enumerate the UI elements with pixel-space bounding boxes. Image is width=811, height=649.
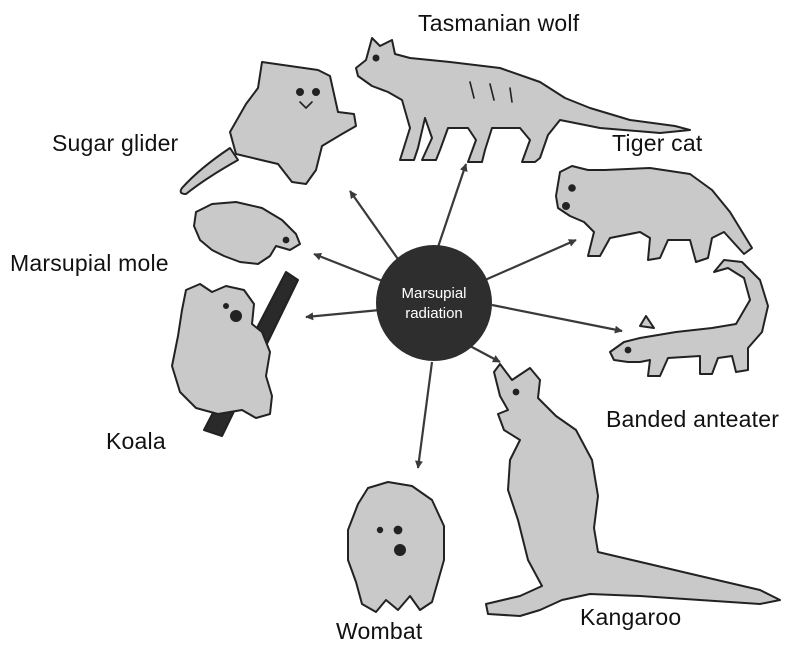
koala-illustration bbox=[172, 272, 298, 436]
center-node: Marsupial radiation bbox=[376, 245, 492, 361]
label-tasmanian-wolf: Tasmanian wolf bbox=[418, 10, 579, 37]
label-sugar-glider: Sugar glider bbox=[52, 130, 178, 157]
marsupial-mole-illustration bbox=[194, 202, 300, 264]
center-line-1: Marsupial bbox=[401, 285, 466, 302]
arrow-to-tasmanian-wolf bbox=[437, 164, 466, 250]
center-line-2: radiation bbox=[405, 305, 463, 322]
label-banded-anteater: Banded anteater bbox=[606, 406, 779, 433]
tiger-cat-illustration bbox=[556, 166, 752, 262]
sugar-glider-illustration bbox=[181, 62, 356, 194]
banded-anteater-illustration bbox=[610, 260, 768, 376]
arrow-to-banded-anteater bbox=[492, 305, 622, 331]
label-kangaroo: Kangaroo bbox=[580, 604, 681, 631]
label-koala: Koala bbox=[106, 428, 166, 455]
kangaroo-illustration bbox=[486, 364, 780, 616]
label-marsupial-mole: Marsupial mole bbox=[10, 250, 169, 277]
arrow-to-tiger-cat bbox=[485, 240, 576, 280]
wombat-illustration bbox=[348, 482, 444, 612]
label-wombat: Wombat bbox=[336, 618, 422, 645]
label-tiger-cat: Tiger cat bbox=[612, 130, 702, 157]
arrow-to-sugar-glider bbox=[350, 191, 400, 262]
arrow-to-koala bbox=[306, 310, 380, 317]
center-circle bbox=[376, 245, 492, 361]
arrow-to-kangaroo bbox=[470, 346, 500, 362]
arrow-to-wombat bbox=[418, 362, 432, 468]
arrow-to-marsupial-mole bbox=[314, 254, 385, 282]
